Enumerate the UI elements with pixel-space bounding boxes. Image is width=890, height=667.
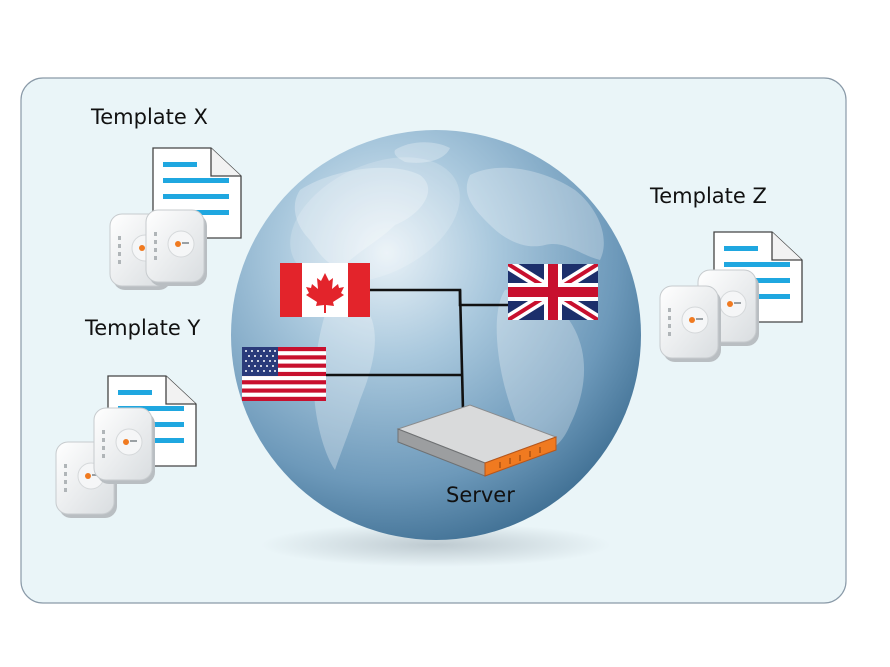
template-x-label: Template X — [91, 105, 208, 129]
us-flag-icon — [242, 347, 326, 401]
access-point-icon — [94, 408, 155, 484]
access-point-icon — [146, 210, 207, 286]
uk-flag-icon — [508, 264, 598, 320]
canada-flag-icon — [280, 263, 370, 317]
template-z-label: Template Z — [650, 184, 767, 208]
template-y-label: Template Y — [85, 316, 200, 340]
server-label: Server — [446, 483, 515, 507]
access-point-icon — [660, 286, 721, 362]
